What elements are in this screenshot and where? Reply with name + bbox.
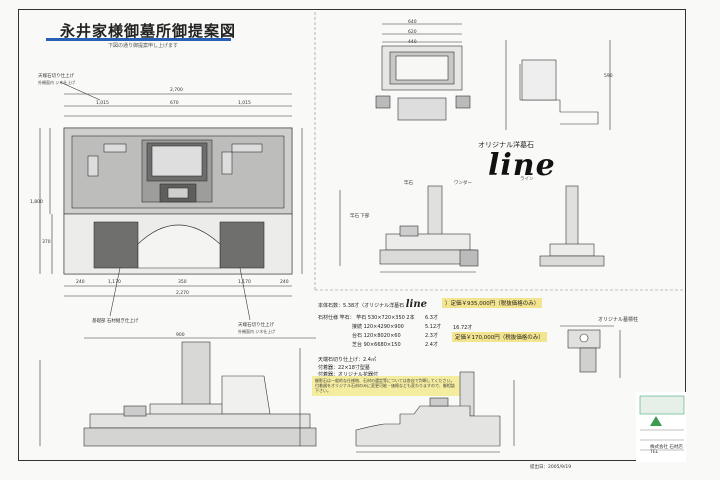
spec-row-4-sai: 2.4才: [425, 342, 438, 348]
plan-label-bottom-left: 基礎部 石材継ぎ仕上げ: [92, 319, 139, 324]
plan-label-top-stone: 天端石切り仕上げ: [38, 74, 74, 79]
drawing-subtitle: 下図の通り御提案申し上げます: [108, 43, 179, 49]
dim-bottom-e: 240: [280, 280, 289, 285]
spec-row-3-sai: 2.3才: [425, 333, 438, 339]
spec-price2: 定価￥170,000円（税抜価格のみ）: [452, 332, 547, 342]
dim-right: 1,015: [238, 101, 251, 106]
stamp-tel: TEL: [650, 450, 659, 455]
side-label-sao: 竿石: [404, 181, 413, 186]
rt-dim-c: 440: [408, 40, 417, 45]
spec-row-1-name: 石材仕様 竿石：: [318, 315, 355, 321]
dim-bottom-b: 1,170: [108, 280, 121, 285]
spec-row-3-part: 台石: [352, 333, 363, 339]
front-ring-note: リンダーヒガ: [233, 390, 260, 395]
spec-row-3-size: 120×8020×60: [363, 333, 401, 339]
dim-bottom-c: 350: [178, 280, 187, 285]
brand-name: line: [488, 148, 556, 183]
spec-row-1-size: 530×720×350: [367, 315, 405, 321]
notes-box: 御影石は一般的な仕様物、石材の選定等については各自で判断してください。付着器をオ…: [312, 376, 460, 396]
dim-left: 1,015: [96, 101, 109, 106]
rt-dim-b: 620: [408, 30, 417, 35]
brand-ruby: ライン: [520, 177, 534, 182]
footer-date: 提出日：2005/9/19: [530, 465, 572, 470]
original-label: オリジナル墓標柱: [598, 317, 639, 323]
spec-note1: 天端石切り仕上げ：2.4㎡: [318, 357, 376, 363]
spec-note3: 付着器：オリジナル花器付: [318, 372, 379, 378]
side-label-wonder: ワンダー: [454, 181, 472, 186]
drawing-title: 永井家様御墓所御提案図: [60, 22, 237, 40]
spec-subtotal: 16.72才: [453, 325, 473, 331]
dim-side-c: 370: [42, 240, 51, 245]
stamp-company: 株式会社 石材店: [650, 445, 683, 450]
dim-bottom-a: 240: [76, 280, 85, 285]
plan-label-bottom-mid-sub: 外柵面内 ジネ仕上げ: [238, 329, 276, 334]
spec-row-4-part: 芝台: [352, 342, 363, 348]
spec-head: 本体石数：5.38才（オリジナル洋墓石 line: [318, 299, 427, 310]
spec-row-2: 接続 120×4290×900: [352, 323, 404, 330]
rt-dim-a: 640: [408, 20, 417, 25]
front-dim-a: 900: [176, 333, 185, 338]
brand-subtitle: オリジナル洋墓石: [478, 141, 534, 149]
spec-row-1-count: 2本: [406, 315, 415, 321]
dim-bottom-total: 2,270: [176, 291, 189, 296]
spec-row-4: 芝台 90×6680×150: [352, 341, 401, 348]
spec-row-1-part: 竿石: [356, 315, 367, 321]
dim-overall: 2,700: [170, 88, 183, 93]
title-block-stamp: 株式会社 石材店 TEL: [636, 392, 686, 462]
side-section-label: 竿石 下部: [350, 214, 370, 219]
spec-row-2-part: 接続: [352, 324, 363, 330]
spec-row-1: 石材仕様 竿石： 竿石 530×720×350 2本: [318, 314, 415, 321]
spec-row-4-size: 90×6680×150: [363, 342, 401, 348]
spec-note2: 付着器：22×18寸型墓: [318, 365, 370, 371]
spec-row-2-size: 120×4290×900: [363, 324, 404, 330]
spec-row-2-sai: 5.12才: [425, 324, 442, 330]
drawing-frame: [18, 9, 686, 461]
spec-row-1-sai: 6.3才: [425, 315, 438, 321]
plan-label-bottom-mid: 天端石切り仕上げ: [238, 323, 274, 328]
title-underline: [46, 18, 231, 41]
dim-mid: 670: [170, 101, 179, 106]
dim-side-a: 1,800: [30, 200, 43, 205]
rt-dim-d: 590: [604, 74, 613, 79]
plan-label-top-stone-sub: 外柵面内 ジネ仕上げ: [38, 80, 76, 85]
spec-head-price: ）定価￥935,000円（税抜価格のみ）: [442, 298, 543, 308]
dim-bottom-d: 1,170: [238, 280, 251, 285]
spec-head-text: 本体石数：5.38才（オリジナル洋墓石: [318, 303, 405, 309]
spec-head-brand: line: [405, 299, 427, 310]
spec-row-3: 台石 120×8020×60: [352, 332, 401, 339]
